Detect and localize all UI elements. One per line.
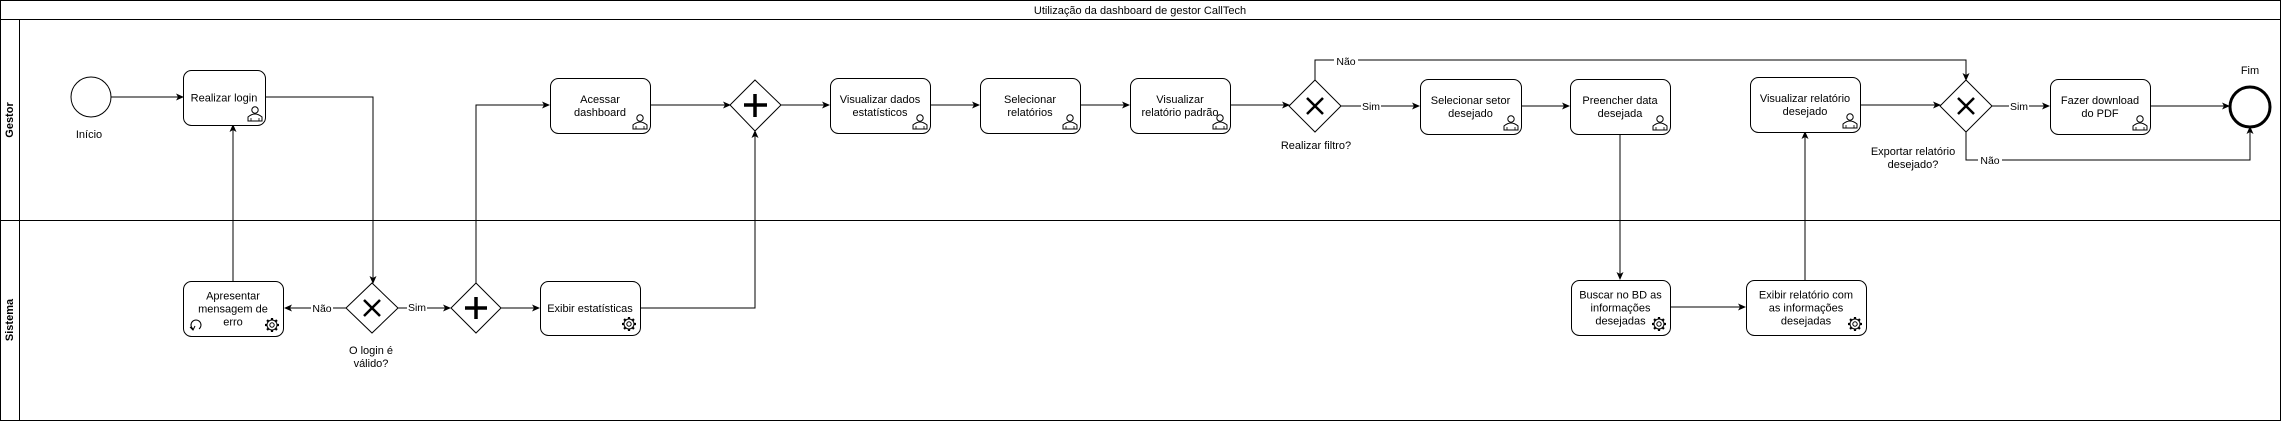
user-task-icon bbox=[1652, 115, 1668, 131]
gateway-realizar-filtro-label: Realizar filtro? bbox=[1281, 140, 1351, 152]
label-sim-export: Sim bbox=[2010, 101, 2028, 113]
task-label-line: dashboard bbox=[574, 107, 626, 119]
task-label-line: Apresentar bbox=[206, 291, 260, 303]
task-label-line: desejado bbox=[1783, 106, 1828, 118]
flow-parallel-to-acessar bbox=[475, 101, 550, 283]
label-sim-login: Sim bbox=[408, 302, 426, 314]
task-label-line: Realizar login bbox=[191, 93, 258, 105]
end-event: Fim bbox=[2228, 65, 2272, 129]
flow-login-to-gw-login bbox=[265, 96, 377, 284]
task-label-line: desejada bbox=[1598, 108, 1644, 120]
task-label-line: desejado bbox=[1448, 108, 1493, 120]
task-label-line: Visualizar dados bbox=[840, 94, 921, 106]
task-label-line: Preencher data bbox=[1582, 95, 1658, 107]
lane-label-sistema: Sistema bbox=[4, 298, 16, 341]
label-nao-filtro: Não bbox=[1336, 56, 1355, 68]
loop-marker-icon bbox=[189, 319, 202, 331]
task-label-line: informações bbox=[1591, 303, 1651, 315]
flow-gw-filtro-nao-to-gw-export bbox=[1314, 59, 1970, 81]
task-label-line: estatísticos bbox=[852, 107, 908, 119]
user-task-icon bbox=[247, 106, 263, 122]
lane-label-gestor: Gestor bbox=[4, 102, 16, 138]
start-event-label: Início bbox=[76, 129, 102, 141]
task-label-line: Acessar bbox=[580, 94, 620, 106]
task-label-line: Fazer download bbox=[2061, 95, 2139, 107]
task-label-line: Selecionar setor bbox=[1431, 95, 1511, 107]
start-event: Início bbox=[70, 76, 112, 141]
flow-labels: Não Sim Não Sim Sim Não bbox=[311, 54, 2029, 315]
gateway-realizar-filtro: Realizar filtro? bbox=[1281, 79, 1351, 152]
service-task-gear-icon bbox=[1848, 317, 1862, 331]
sequence-flows bbox=[111, 59, 2254, 312]
task-label-line: Buscar no BD as bbox=[1579, 290, 1662, 302]
service-task-gear-icon bbox=[622, 317, 636, 331]
task-label-line: Visualizar bbox=[1156, 94, 1204, 106]
task-label-line: relatórios bbox=[1007, 107, 1053, 119]
label-nao-export: Não bbox=[1980, 155, 1999, 167]
flow-exibir-to-join bbox=[640, 130, 759, 309]
task-label-line: as informações bbox=[1769, 303, 1844, 315]
user-task-icon bbox=[1062, 114, 1078, 130]
label-nao-login: Não bbox=[312, 303, 331, 315]
task-label-line: do PDF bbox=[2081, 108, 2119, 120]
user-task-icon bbox=[1212, 114, 1228, 130]
task-label-line: Selecionar bbox=[1004, 94, 1056, 106]
task-exibir-estatisticas: Exibir estatísticas bbox=[540, 281, 641, 336]
pool-title: Utilização da dashboard de gestor CallTe… bbox=[1034, 5, 1246, 17]
task-label-line: desejadas bbox=[1595, 316, 1646, 328]
task-label: Realizar login bbox=[191, 93, 258, 105]
flow-gw-export-nao-to-end bbox=[1965, 126, 2254, 161]
task-label-line: desejadas bbox=[1781, 316, 1832, 328]
user-task-icon bbox=[1503, 115, 1519, 131]
user-task-icon bbox=[2132, 115, 2148, 131]
user-task-icon bbox=[632, 114, 648, 130]
service-task-gear-icon bbox=[1652, 317, 1666, 331]
end-event-label: Fim bbox=[2241, 65, 2259, 77]
task-label-line: Visualizar relatório bbox=[1760, 93, 1850, 105]
task-label-line: erro bbox=[223, 317, 243, 329]
task-realizar-login: Realizar login bbox=[183, 70, 266, 126]
task-label-line: relatório padrão bbox=[1141, 107, 1218, 119]
user-task-icon bbox=[912, 114, 928, 130]
task-label-line: Exibir estatísticas bbox=[547, 303, 633, 315]
gateway-parallel-fork bbox=[450, 282, 502, 334]
task-label-line: Exibir relatório com bbox=[1759, 290, 1853, 302]
label-sim-filtro: Sim bbox=[1362, 101, 1380, 113]
gateway-parallel-join bbox=[729, 79, 782, 132]
task-label: Exibir estatísticas bbox=[547, 303, 633, 315]
service-task-gear-icon bbox=[265, 318, 279, 332]
user-task-icon bbox=[1842, 113, 1858, 129]
task-label-line: mensagem de bbox=[198, 304, 268, 316]
